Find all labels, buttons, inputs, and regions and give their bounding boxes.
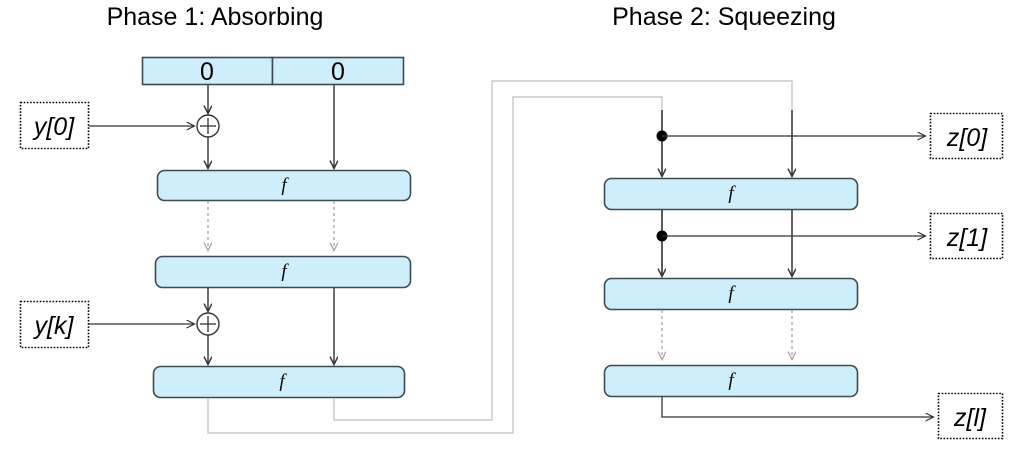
input-yk-box	[19, 300, 90, 349]
state-register: 0 0	[141, 56, 405, 86]
state-cell-right	[271, 56, 405, 86]
phase1-f-block-1: f	[156, 169, 412, 202]
phase2-f-block-1: f	[603, 177, 859, 211]
output-zl-label: z[l]	[953, 404, 987, 432]
output-z0: z[0]	[929, 112, 1004, 160]
phase1-f-block-3-rect	[152, 365, 406, 399]
phase2-f-block-1-rect	[603, 177, 859, 211]
output-z0-label: z[0]	[946, 124, 988, 152]
phase2-title: Phase 2: Squeezing	[612, 3, 836, 31]
phase2-f-block-3-rect	[603, 364, 859, 398]
phase2-f-block-3: f	[603, 364, 859, 398]
state-cell-left-value: 0	[200, 58, 214, 86]
input-y0-box	[19, 101, 90, 150]
phase2-f-block-2: f	[603, 277, 859, 311]
phase2-f-block-1-label: f	[728, 183, 736, 204]
arrow-f3-to-zl	[661, 397, 933, 417]
xor-gate-bottom	[196, 312, 220, 336]
phase1-title: Phase 1: Absorbing	[107, 3, 324, 31]
input-yk: y[k]	[19, 300, 90, 349]
input-yk-label: y[k]	[33, 312, 75, 340]
feedback-line-inner	[333, 80, 793, 421]
output-zl-box	[937, 392, 1004, 440]
input-y0-label: y[0]	[32, 113, 75, 141]
output-z1: z[1]	[929, 212, 1004, 260]
phase1-f-block-3: f	[152, 365, 406, 399]
input-y0: y[0]	[19, 101, 90, 150]
output-z0-box	[929, 112, 1004, 160]
phase1-f-block-1-label: f	[281, 175, 289, 196]
output-zl: z[l]	[937, 392, 1004, 440]
phase1-f-block-1-rect	[156, 169, 412, 202]
output-z1-box	[929, 212, 1004, 260]
phase1-f-block-2: f	[154, 255, 412, 289]
phase2-f-block-2-label: f	[728, 283, 736, 304]
state-cell-left	[141, 56, 274, 86]
feedback-line-outer	[207, 96, 663, 434]
phase1-f-block-2-label: f	[281, 261, 289, 282]
output-z1-label: z[1]	[946, 224, 988, 252]
phase2-f-block-3-label: f	[728, 370, 736, 391]
phase1-f-block-3-label: f	[279, 371, 287, 392]
phase1-f-block-2-rect	[154, 255, 412, 289]
phase2-f-block-2-rect	[603, 277, 859, 311]
state-cell-right-value: 0	[331, 58, 345, 86]
xor-gate-top	[196, 114, 220, 138]
